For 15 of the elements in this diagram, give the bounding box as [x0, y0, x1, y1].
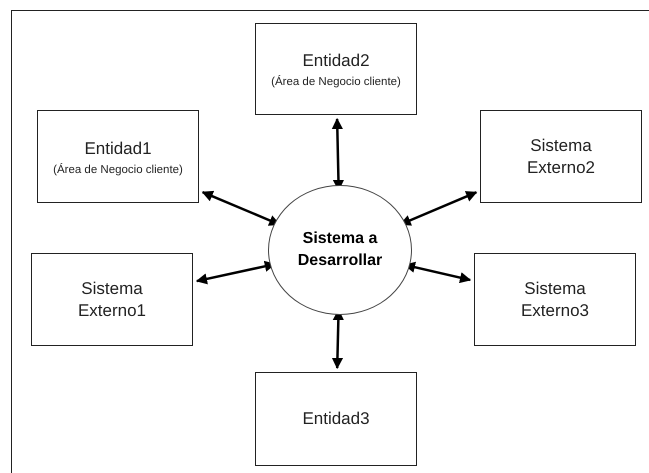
node-title: Entidad3 — [302, 408, 370, 430]
entity-box — [480, 110, 642, 203]
node-title: Sistema Externo1 — [76, 278, 148, 322]
entity-box — [255, 372, 417, 466]
node-title: Sistema a Desarrollar — [296, 229, 384, 271]
node-title: Sistema Externo3 — [520, 278, 590, 322]
node-subtitle: (Área de Negocio cliente) — [271, 76, 401, 88]
entity-box — [474, 253, 636, 346]
node-subtitle: (Área de Negocio cliente) — [53, 164, 183, 176]
entity-box — [31, 253, 193, 346]
entity-box — [37, 110, 199, 203]
node-title: Entidad1 — [84, 138, 152, 160]
node-title: Entidad2 — [302, 50, 370, 72]
node-title: Sistema Externo2 — [526, 134, 596, 178]
entity-box — [255, 23, 417, 115]
